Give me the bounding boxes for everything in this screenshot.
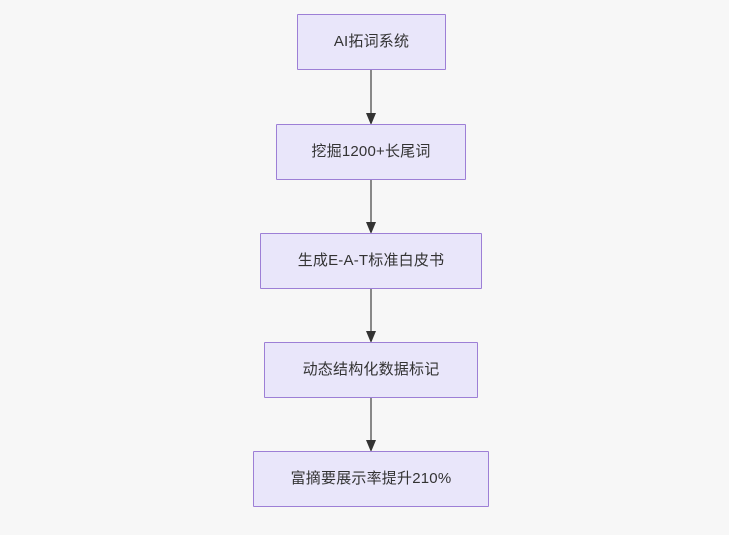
flow-node-label: 生成E-A-T标准白皮书 <box>297 252 445 269</box>
edge-n2-n3 <box>366 178 376 234</box>
flow-node-eat-whitepaper[interactable]: 生成E-A-T标准白皮书 <box>260 233 482 289</box>
flow-node-label: 富摘要展示率提升210% <box>290 470 452 487</box>
flow-node-structured-data-markup[interactable]: 动态结构化数据标记 <box>264 342 478 398</box>
edge-n4-n5 <box>366 396 376 452</box>
flow-node-ai-keyword-system[interactable]: AI拓词系统 <box>297 14 446 70</box>
flow-node-label: 动态结构化数据标记 <box>302 361 440 378</box>
edge-n3-n4 <box>366 287 376 343</box>
flow-node-longtail-mining[interactable]: 挖掘1200+长尾词 <box>276 124 466 180</box>
flow-node-label: AI拓词系统 <box>333 33 410 50</box>
flow-node-label: 挖掘1200+长尾词 <box>311 143 431 160</box>
flow-node-rich-snippet-result[interactable]: 富摘要展示率提升210% <box>253 451 489 507</box>
edge-n1-n2 <box>366 68 376 125</box>
